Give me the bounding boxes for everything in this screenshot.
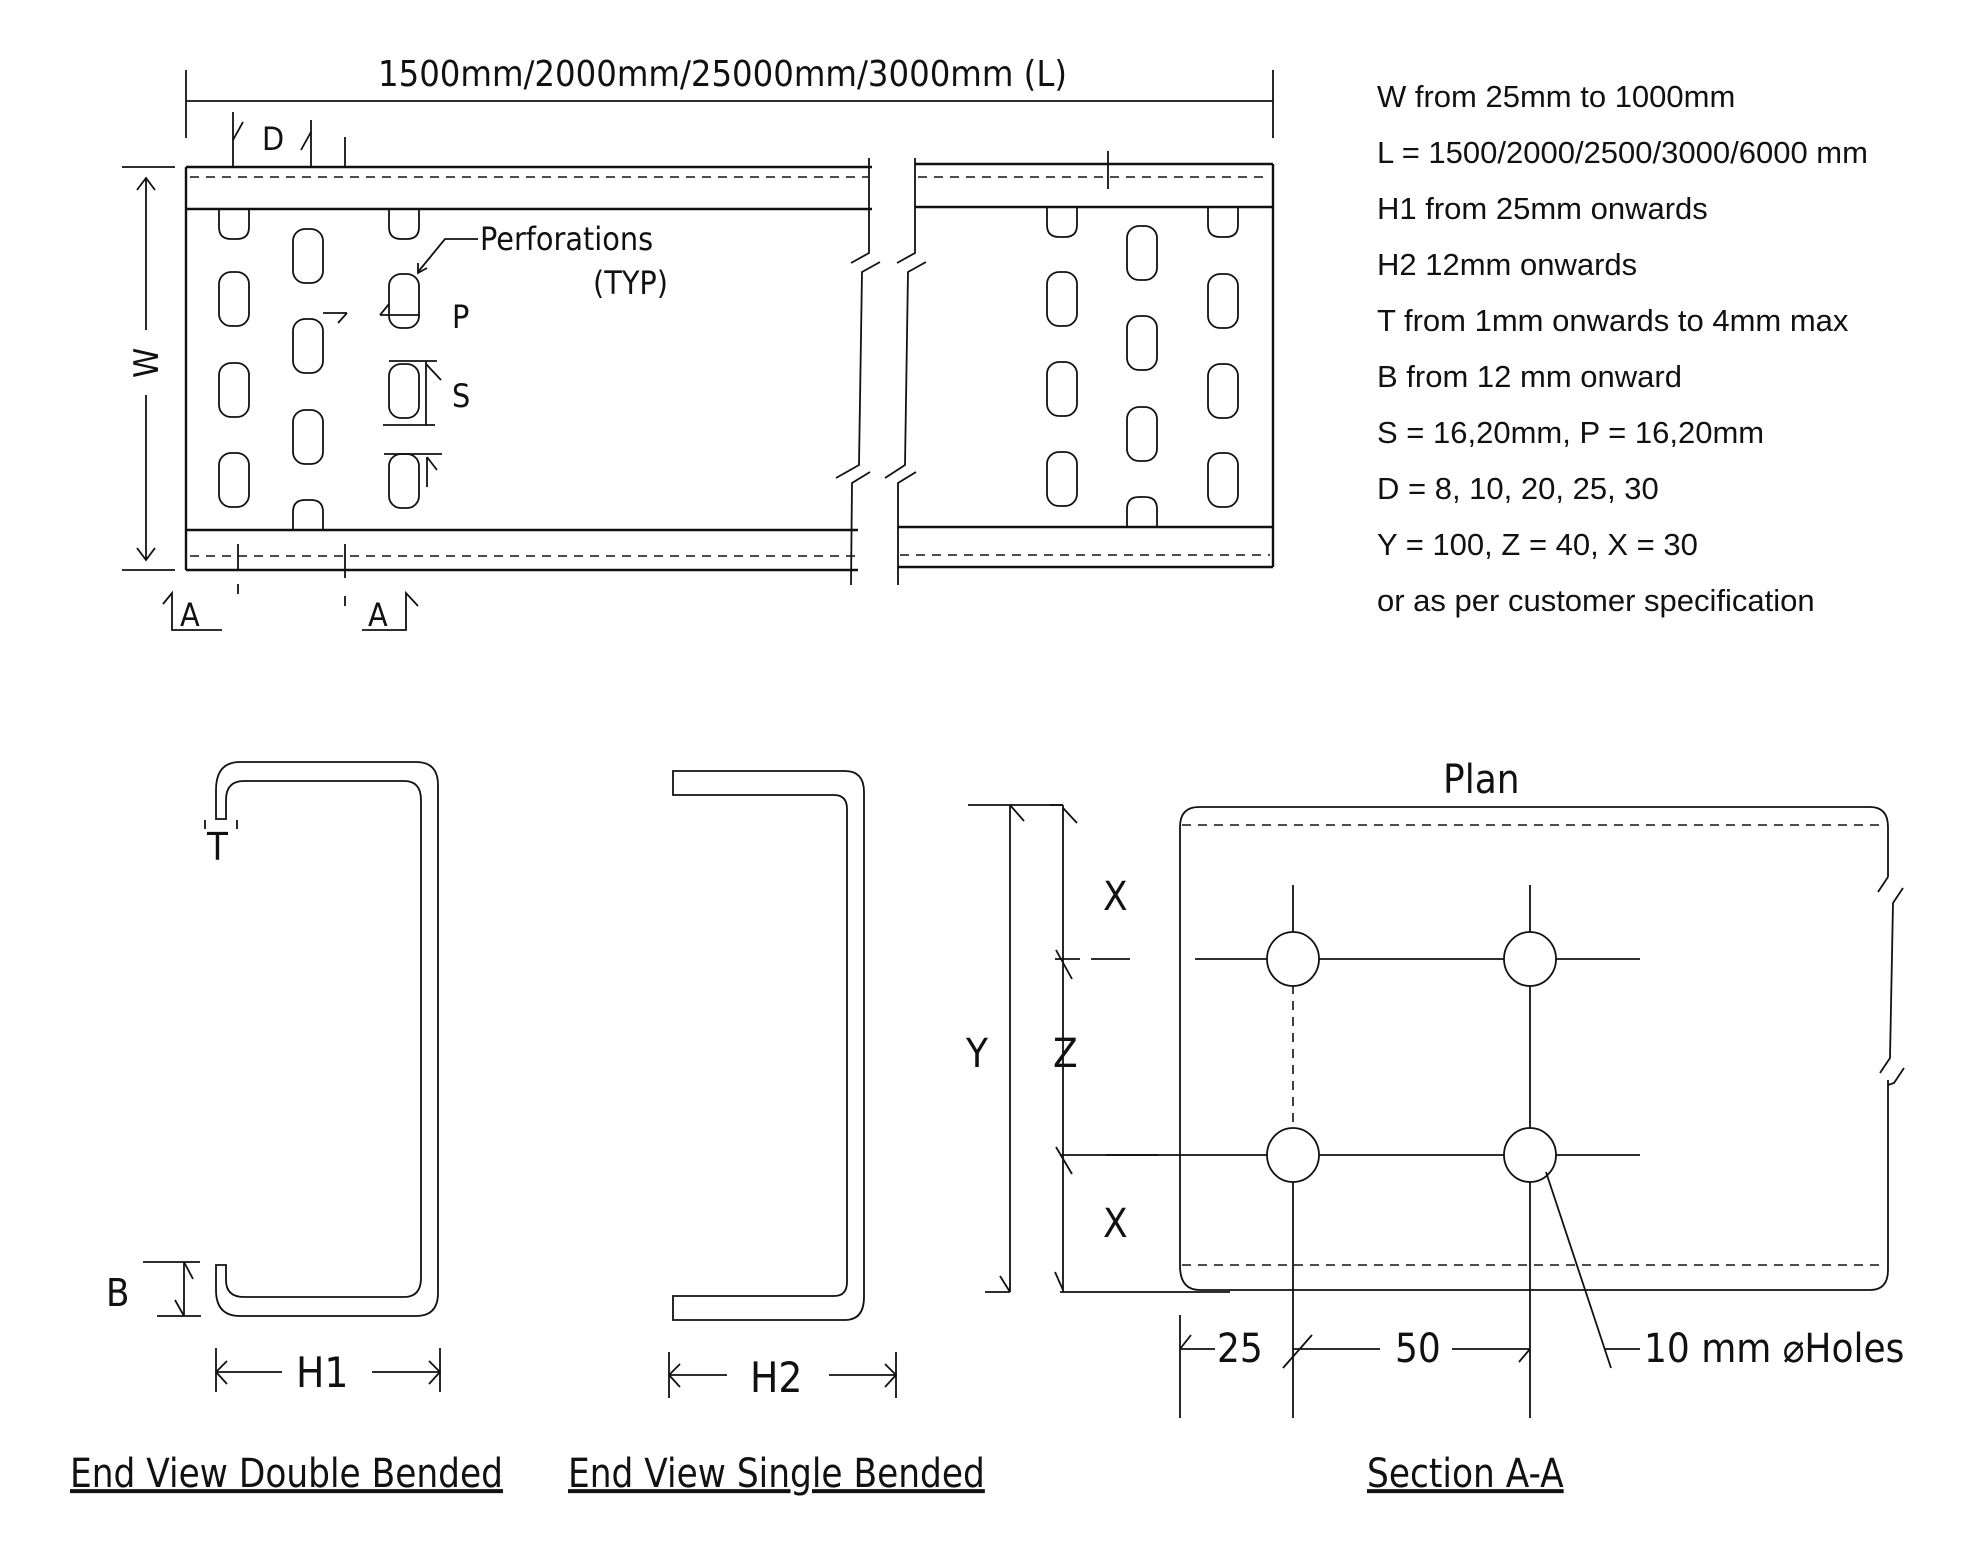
tray-left-segment (184, 165, 872, 606)
perforation-slot (1126, 315, 1158, 371)
d-dimension: D (232, 112, 346, 167)
spec-h2: H2 12mm onwards (1377, 247, 1638, 282)
perforation-slot (388, 453, 420, 509)
perforation-slot (292, 228, 324, 284)
plan-title: Plan (1443, 757, 1520, 803)
perforation-slot (1207, 363, 1239, 419)
tray-right-segment (898, 151, 1275, 569)
top-view: 1500mm/2000mm/25000mm/3000mm (L) D W (122, 54, 1275, 634)
perforation-slot (388, 273, 420, 329)
perforation-slot (1046, 361, 1078, 417)
t-label: T (206, 825, 228, 869)
perforations-label: Perforations (480, 220, 653, 258)
perforation-half-slot (218, 209, 250, 240)
perforation-half-slot (388, 209, 420, 240)
perforation-slot (292, 409, 324, 465)
d-label: D (262, 120, 284, 158)
mounting-holes (1266, 931, 1557, 1183)
end-view-single-bended: H2 (667, 770, 898, 1402)
mounting-hole (1503, 1127, 1557, 1183)
z-label: Z (1053, 1031, 1078, 1077)
h1-label: H1 (296, 1348, 348, 1397)
perforation-slot (1126, 225, 1158, 281)
w-dimension: W (122, 166, 175, 571)
perforation-half-slot (1207, 207, 1239, 238)
section-marker-right: A (362, 590, 419, 634)
spec-length: L = 1500/2000/2500/3000/6000 mm (1377, 135, 1868, 170)
perforation-slot (218, 452, 250, 508)
x-bottom-label: X (1103, 1201, 1128, 1247)
s-label: S (452, 377, 470, 415)
dim-25-label: 25 (1217, 1326, 1263, 1372)
perforation-slot (1126, 406, 1158, 462)
spec-width: W from 25mm to 1000mm (1377, 79, 1736, 114)
perforation-slot (1207, 273, 1239, 329)
h2-label: H2 (750, 1353, 802, 1402)
dim-50-label: 50 (1395, 1326, 1441, 1372)
perforation-slot (218, 362, 250, 418)
spec-custom: or as per customer specification (1377, 583, 1815, 618)
perforation-slot (292, 318, 324, 374)
perforation-slot (388, 363, 420, 419)
end-view-single-caption: End View Single Bended (568, 1449, 985, 1496)
p-dimension: P (323, 298, 469, 336)
section-a-a: Plan Y X Z X (965, 757, 1905, 1418)
section-marker-right-label: A (368, 596, 388, 634)
length-dimension-label: 1500mm/2000mm/25000mm/3000mm (L) (378, 54, 1067, 95)
s-dimension: S (383, 360, 470, 487)
break-lines (835, 158, 927, 586)
spec-d: D = 8, 10, 20, 25, 30 (1377, 471, 1659, 506)
perforation-slot (218, 271, 250, 327)
perforation-slot (1046, 451, 1078, 507)
perforations (218, 207, 1239, 530)
x-top-label: X (1103, 874, 1128, 920)
spec-h1: H1 from 25mm onwards (1377, 191, 1708, 226)
perforation-half-slot (1046, 207, 1078, 238)
spec-y-z-x: Y = 100, Z = 40, X = 30 (1377, 527, 1698, 562)
holes-label: 10 mm ⌀Holes (1644, 1326, 1904, 1372)
perforation-slot (1207, 452, 1239, 508)
section-marker-left-label: A (180, 596, 200, 634)
mounting-hole (1503, 931, 1557, 987)
spec-s-p: S = 16,20mm, P = 16,20mm (1377, 415, 1765, 450)
length-dimension: 1500mm/2000mm/25000mm/3000mm (L) (185, 54, 1274, 138)
spec-thickness: T from 1mm onwards to 4mm max (1377, 303, 1849, 338)
mounting-hole (1266, 931, 1320, 987)
section-a-a-caption: Section A-A (1367, 1449, 1564, 1496)
w-label: W (127, 348, 167, 378)
perforation-slot (1046, 271, 1078, 327)
perforation-half-slot (1126, 496, 1158, 527)
mounting-hole (1266, 1127, 1320, 1183)
b-label: B (106, 1271, 129, 1315)
p-label: P (452, 298, 469, 336)
end-view-double-caption: End View Double Bended (70, 1449, 503, 1496)
section-marker-left: A (162, 590, 222, 634)
perforation-half-slot (292, 499, 324, 530)
perforation-callout: Perforations (TYP) (417, 220, 668, 302)
end-view-double-bended: T B H1 (106, 761, 442, 1397)
spec-b: B from 12 mm onward (1377, 359, 1682, 394)
perforations-sub-label: (TYP) (593, 264, 668, 302)
y-label: Y (965, 1031, 989, 1077)
